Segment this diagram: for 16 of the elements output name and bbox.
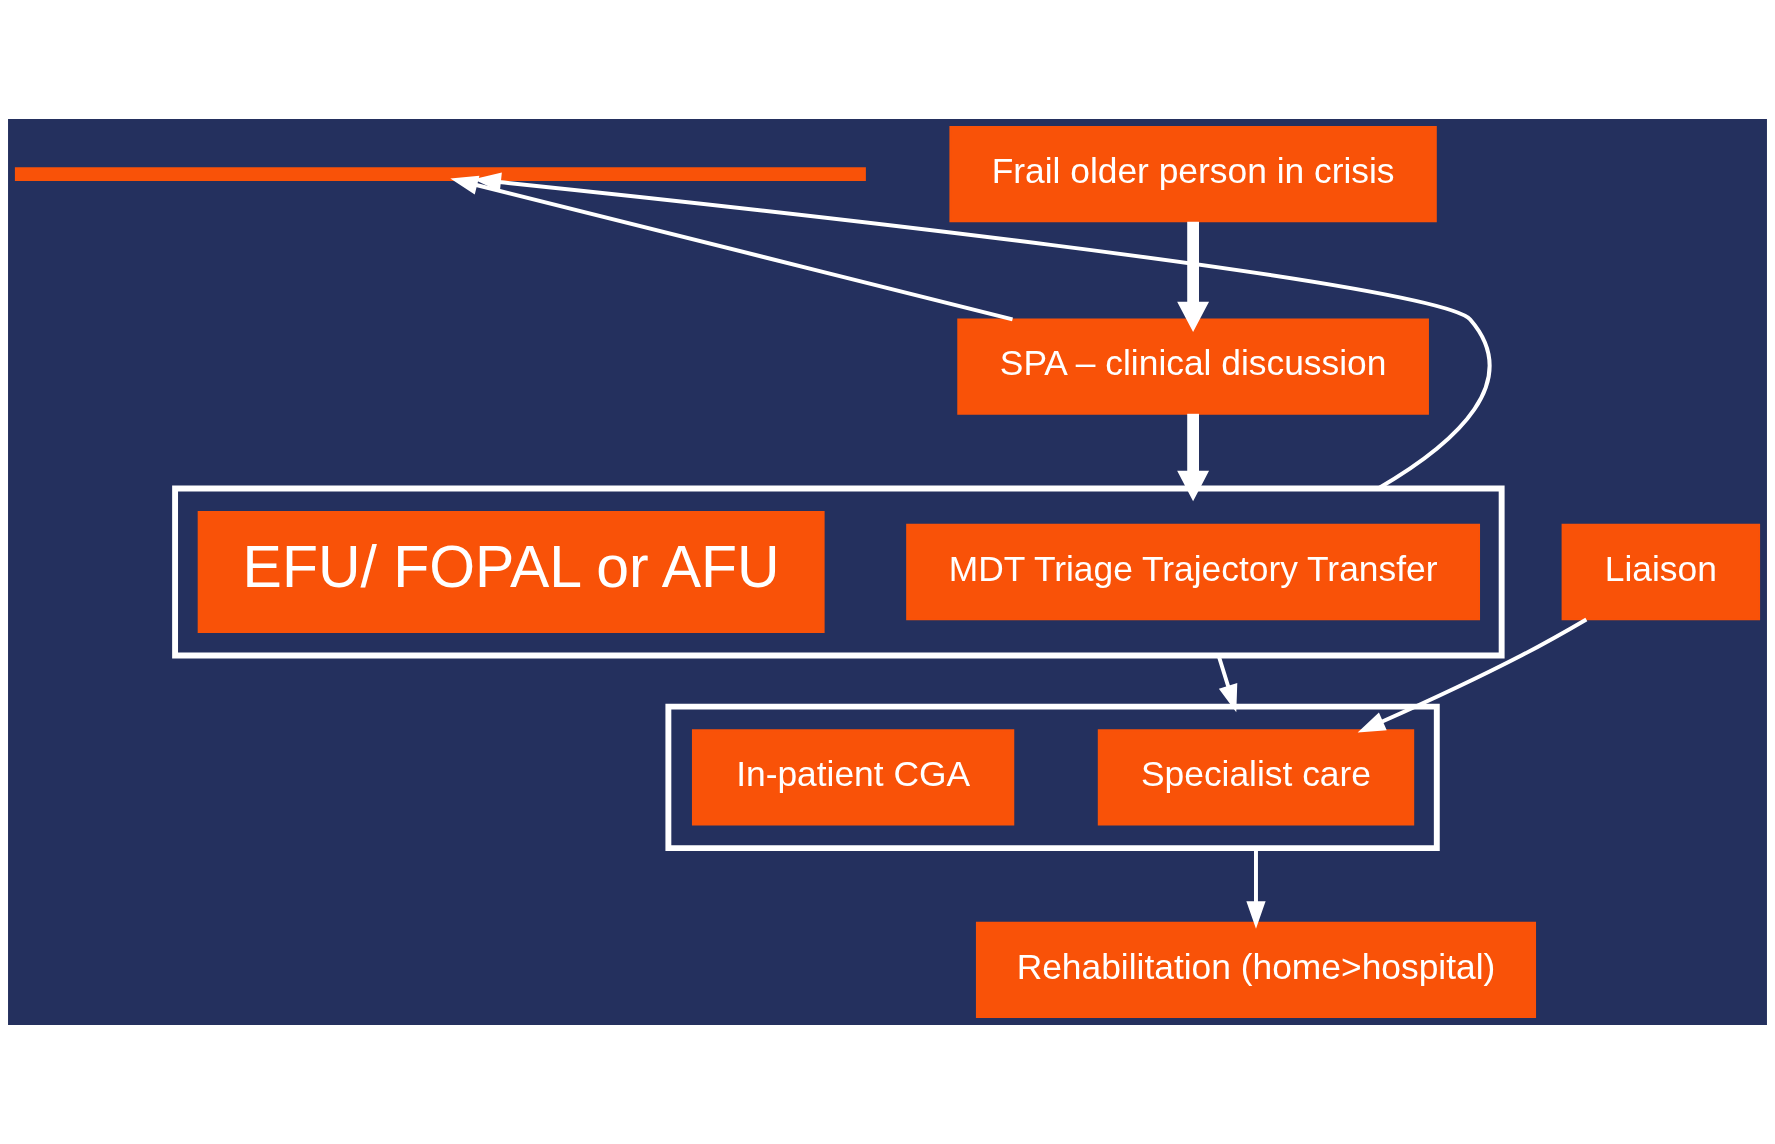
node-bar [14,167,866,181]
node-box: Specialist care [1097,729,1415,826]
node-box: In-patient CGA [691,729,1015,826]
node-box: EFU/ FOPAL or AFU [197,511,825,633]
arrow [1177,221,1210,333]
node-box: Rehabilitation (home>hospital) [975,921,1537,1019]
cluster [665,703,1440,852]
arrow [1357,617,1588,733]
node-box: MDT Triage Trajectory Transfer [906,523,1481,621]
arrow [1177,413,1210,502]
node-box: Liaison [1561,523,1761,621]
node-box: SPA – clinical discussion [957,318,1429,415]
arrow [1246,848,1266,929]
cluster [172,485,1505,659]
node-box: Frail older person in crisis [949,125,1437,223]
arrow [450,175,1013,322]
